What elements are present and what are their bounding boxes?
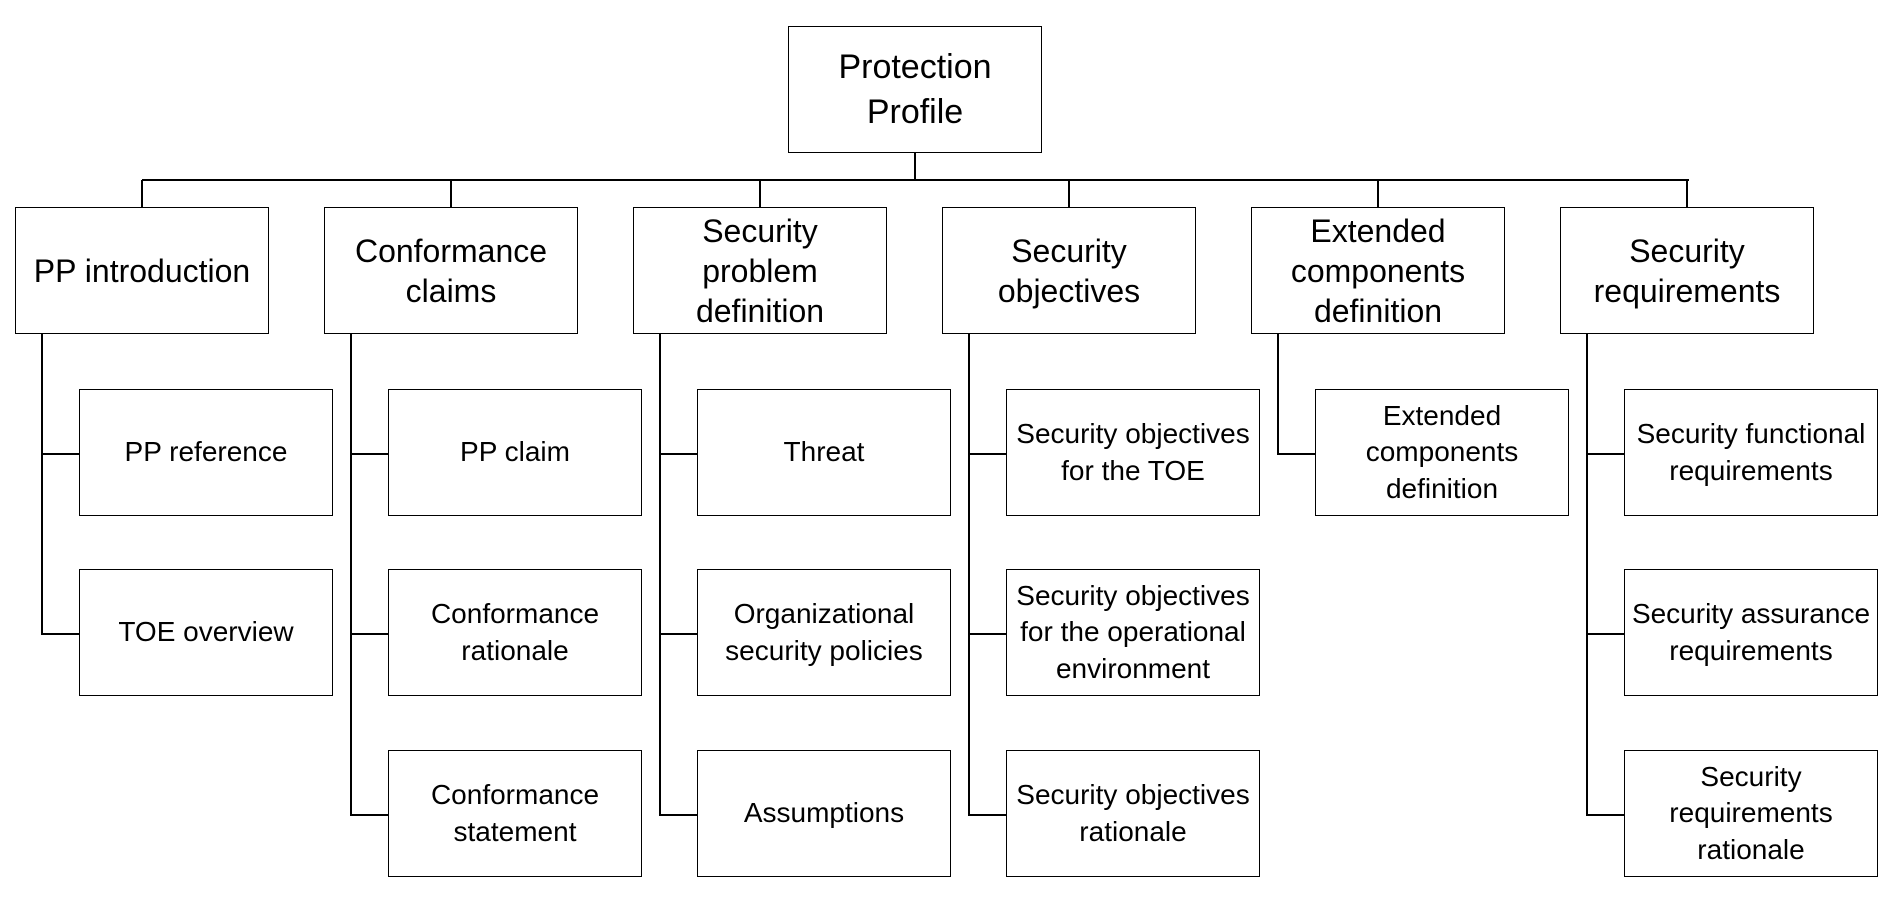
child-connector-line [659,632,697,635]
section-drop-line [450,180,452,207]
section-box: Extended components definition [1251,207,1505,334]
child-label: PP reference [124,436,288,468]
child-label: Security objectives for the operational … [1016,579,1250,684]
child-box-conformance-statement: Conformance statement [388,750,642,877]
child-label: PP claim [460,436,570,468]
child-spine-line [659,334,661,815]
branch-bus [142,179,1689,181]
section-drop-line [759,180,761,207]
child-box-security-requirements-rationale: Security requirements rationale [1624,750,1878,877]
child-label: Extended components definition [1365,399,1519,504]
section-label: Conformance claims [354,232,548,309]
child-label: Security objectives rationale [1016,779,1250,847]
child-box-security-objectives-rationale: Security objectives rationale [1006,750,1260,877]
child-label: Threat [783,436,865,468]
section-drop-line [1377,180,1379,207]
root-box: Protection Profile [788,26,1042,153]
child-label: Organizational security policies [725,598,923,666]
child-label: Conformance rationale [430,598,600,666]
child-connector-line [1586,813,1624,816]
root-label: Protection Profile [838,48,992,131]
child-box-extended-components-definition: Extended components definition [1315,389,1569,516]
section-box: Security objectives [942,207,1196,334]
child-box-security-objectives-for-the-toe: Security objectives for the TOE [1006,389,1260,516]
child-box-toe-overview: TOE overview [79,569,333,696]
section-label: PP introduction [33,252,251,289]
section-box: Security problem definition [633,207,887,334]
child-connector-line [1586,452,1624,455]
section-label: Extended components definition [1290,212,1466,329]
child-spine-line [41,334,43,634]
section-drop-line [1068,180,1070,207]
child-label: Assumptions [743,797,905,829]
child-connector-line [41,452,79,455]
child-label: TOE overview [118,616,294,648]
section-box: Security requirements [1560,207,1814,334]
child-box-pp-claim: PP claim [388,389,642,516]
child-connector-line [350,452,388,455]
child-box-conformance-rationale: Conformance rationale [388,569,642,696]
child-box-threat: Threat [697,389,951,516]
child-box-security-objectives-for-the-operational-environment: Security objectives for the operational … [1006,569,1260,696]
child-box-pp-reference: PP reference [79,389,333,516]
child-label: Security objectives for the TOE [1016,418,1250,486]
section-box: Conformance claims [324,207,578,334]
child-connector-line [659,452,697,455]
child-connector-line [968,813,1006,816]
child-connector-line [659,813,697,816]
child-connector-line [1277,452,1315,455]
section-drop-line [141,180,143,207]
child-spine-line [1586,334,1588,815]
section-label: Security objectives [997,232,1141,309]
section-label: Security requirements [1593,232,1781,309]
child-connector-line [968,452,1006,455]
child-label: Security assurance requirements [1631,598,1871,666]
child-connector-line [1586,632,1624,635]
section-drop-line [1686,180,1688,207]
child-box-security-functional-requirements: Security functional requirements [1624,389,1878,516]
child-connector-line [41,632,79,635]
child-label: Security requirements rationale [1669,760,1833,865]
child-box-organizational-security-policies: Organizational security policies [697,569,951,696]
root-stem [914,153,916,180]
child-spine-line [1277,334,1279,454]
child-label: Security functional requirements [1636,418,1866,486]
child-box-assumptions: Assumptions [697,750,951,877]
section-box: PP introduction [15,207,269,334]
child-box-security-assurance-requirements: Security assurance requirements [1624,569,1878,696]
child-connector-line [350,813,388,816]
child-spine-line [968,334,970,815]
child-connector-line [350,632,388,635]
child-label: Conformance statement [430,779,600,847]
child-connector-line [968,632,1006,635]
section-label: Security problem definition [695,212,825,329]
child-spine-line [350,334,352,815]
